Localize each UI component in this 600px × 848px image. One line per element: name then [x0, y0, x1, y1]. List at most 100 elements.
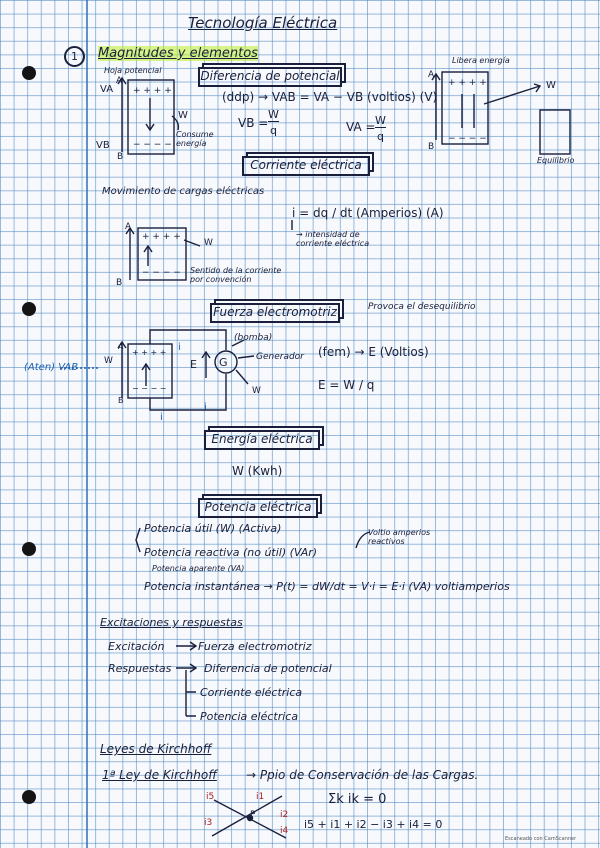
w-arrow-right — [483, 85, 541, 105]
section-heading: Magnitudes y elementos — [98, 46, 258, 61]
margin-line — [86, 0, 88, 848]
capacitor-mid — [137, 227, 187, 281]
E-equation: E = W / q — [318, 378, 375, 392]
vatios-reactivos: Voltio amperios reactivos — [368, 528, 431, 546]
vatios-pointer — [355, 531, 371, 549]
label-i5: i5 — [206, 792, 215, 802]
capacitor-left — [127, 79, 175, 155]
va-eq-q: q — [377, 130, 384, 143]
va-eq: VA = — [346, 120, 376, 134]
generador-pointer — [237, 355, 255, 359]
excitacion-val: Fuerza electromotriz — [198, 640, 312, 653]
arrow-fem-head — [117, 340, 127, 349]
pot-util: Potencia útil (W) (Activa) — [144, 522, 282, 535]
equilibrio: Equilibrio — [537, 156, 575, 165]
plus-row-fem: + + + + — [132, 348, 167, 357]
minus-row: − − − − — [133, 140, 172, 150]
label-b: B — [117, 152, 124, 162]
kwh: W (Kwh) — [232, 464, 283, 478]
w-arrow-right-head — [533, 83, 542, 93]
respuesta-2: Corriente eléctrica — [200, 686, 303, 699]
i-equation: i = dq / dt (Amperios) (A) — [292, 206, 444, 220]
principle: → Ppio de Conservación de las Cargas. — [246, 768, 479, 782]
node-branch-2 — [211, 795, 283, 837]
label-i-top: i — [178, 342, 181, 353]
w-arrow-gen — [235, 369, 249, 385]
aten-label: (Aten) VAB — [24, 362, 79, 373]
label-E: E — [190, 358, 197, 371]
label-i3: i3 — [204, 818, 213, 828]
sum-equation: Σk ik = 0 — [328, 792, 387, 807]
i-arrow-fem-head — [141, 362, 151, 371]
label-i2: i2 — [280, 810, 289, 820]
plus-row: + + + + — [133, 86, 172, 96]
punch-hole — [22, 66, 36, 80]
label-w: W — [178, 110, 188, 121]
label-a-fem: A — [118, 342, 124, 351]
respuesta-3: Potencia eléctrica — [200, 710, 299, 723]
label-G: G — [219, 356, 228, 369]
box-potencia: Potencia eléctrica — [198, 498, 318, 518]
label-w-fem: W — [104, 356, 113, 366]
pot-aparente: Potencia aparente (VA) — [152, 564, 245, 573]
label-b-right: B — [428, 142, 435, 152]
first-law: 1ª Ley de Kirchhoff — [102, 768, 217, 782]
vb-eq-q: q — [270, 124, 277, 137]
mov-cargas: Movimiento de cargas eléctricas — [102, 186, 265, 197]
i-arrow-mid-head — [143, 244, 153, 253]
bomba-pointer — [231, 339, 245, 347]
consume-energia: Consume energía — [176, 130, 214, 148]
resp-arrow-head — [189, 663, 198, 673]
minus-row-fem: − − − − — [132, 384, 167, 393]
provoca: Provoca el desequilibrio — [368, 302, 476, 312]
arrow-mid-head — [125, 226, 135, 235]
wire-top — [149, 329, 227, 350]
bomba: (bomba) — [234, 333, 273, 343]
punch-hole — [22, 790, 36, 804]
box-fem: Fuerza electromotriz — [210, 303, 340, 323]
label-b-fem: B — [118, 396, 124, 405]
potencia-brace — [135, 527, 141, 553]
field-arrow-head — [145, 123, 155, 132]
label-hoja: Hoja potencial — [104, 66, 162, 75]
e-arrow-head — [201, 350, 211, 359]
plus-row-mid: + + + + — [142, 232, 181, 242]
punch-hole — [22, 302, 36, 316]
footer: Escaneado con CamScanner — [505, 836, 577, 842]
vb-eq-w: W — [268, 108, 279, 122]
fem-equation: (fem) → E (Voltios) — [318, 345, 429, 359]
sentido-corriente: Sentido de la corriente por convención — [190, 266, 282, 284]
label-w-right: W — [546, 80, 556, 91]
wire-bottom — [149, 374, 227, 411]
generator-circle — [214, 350, 238, 374]
va-eq-w: W — [375, 114, 386, 128]
box-corriente: Corriente eléctrica — [242, 156, 370, 176]
box-energia: Energía eléctrica — [204, 430, 320, 450]
w-arrow-mid — [183, 239, 201, 247]
node-dot — [246, 814, 254, 822]
node-equation: i5 + i1 + i2 − i3 + i4 = 0 — [304, 818, 443, 831]
arrow-left-head — [117, 76, 127, 85]
pot-reactiva: Potencia reactiva (no útil) (VAr) — [144, 546, 318, 559]
box-ddp: Diferencia de potencial — [198, 67, 342, 87]
label-i-bottom: i — [160, 412, 163, 423]
label-va: VA — [100, 84, 114, 95]
node-label: P — [250, 810, 256, 820]
minus-row-mid: − − − − — [142, 268, 181, 278]
ddp-equation: (ddp) → VAB = VA − VB (voltios) (V) — [222, 90, 438, 104]
label-a: A — [116, 76, 123, 86]
generador: Generador — [256, 352, 304, 362]
excitaciones-heading: Excitaciones y respuestas — [100, 616, 243, 629]
label-a-mid: A — [125, 222, 132, 232]
label-w-mid: W — [204, 238, 213, 248]
page-title: Tecnología Eléctrica — [188, 14, 338, 32]
respuesta-1: Diferencia de potencial — [204, 662, 332, 675]
plus-row-right: + + + + — [448, 78, 487, 88]
capacitor-fem — [127, 343, 173, 399]
arrow-right-head — [431, 72, 441, 81]
capacitor-right — [441, 71, 489, 145]
label-a-right: A — [428, 70, 435, 80]
kirchhoff-heading: Leyes de Kirchhoff — [100, 742, 212, 756]
